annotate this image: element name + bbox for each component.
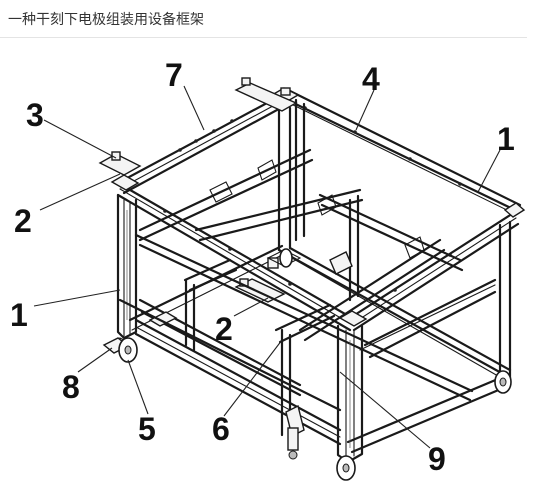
callout-1-top-right: 1	[497, 121, 515, 157]
callout-2-left: 2	[14, 203, 32, 239]
callout-2-center: 2	[215, 311, 233, 347]
frame-front-bottom-rail	[118, 298, 342, 446]
page-title: 一种干刻下电极组装用设备框架	[8, 12, 204, 28]
frame-front-left-post	[116, 193, 138, 340]
callout-1-left: 1	[10, 297, 28, 333]
casters	[102, 248, 512, 481]
callout-8: 8	[62, 369, 80, 405]
callout-3: 3	[26, 97, 44, 133]
callout-7: 7	[165, 57, 183, 93]
title-divider	[0, 37, 527, 38]
callout-9: 9	[428, 441, 446, 477]
leader-lines	[33, 85, 501, 449]
callout-5: 5	[138, 411, 156, 447]
callout-4: 4	[362, 61, 380, 97]
center-bracket-plate	[285, 404, 305, 460]
callout-6: 6	[212, 411, 230, 447]
frame-top	[110, 87, 526, 332]
callout-labels: 7 4 3 1 2 1 2 8 5 6 9	[10, 57, 515, 477]
